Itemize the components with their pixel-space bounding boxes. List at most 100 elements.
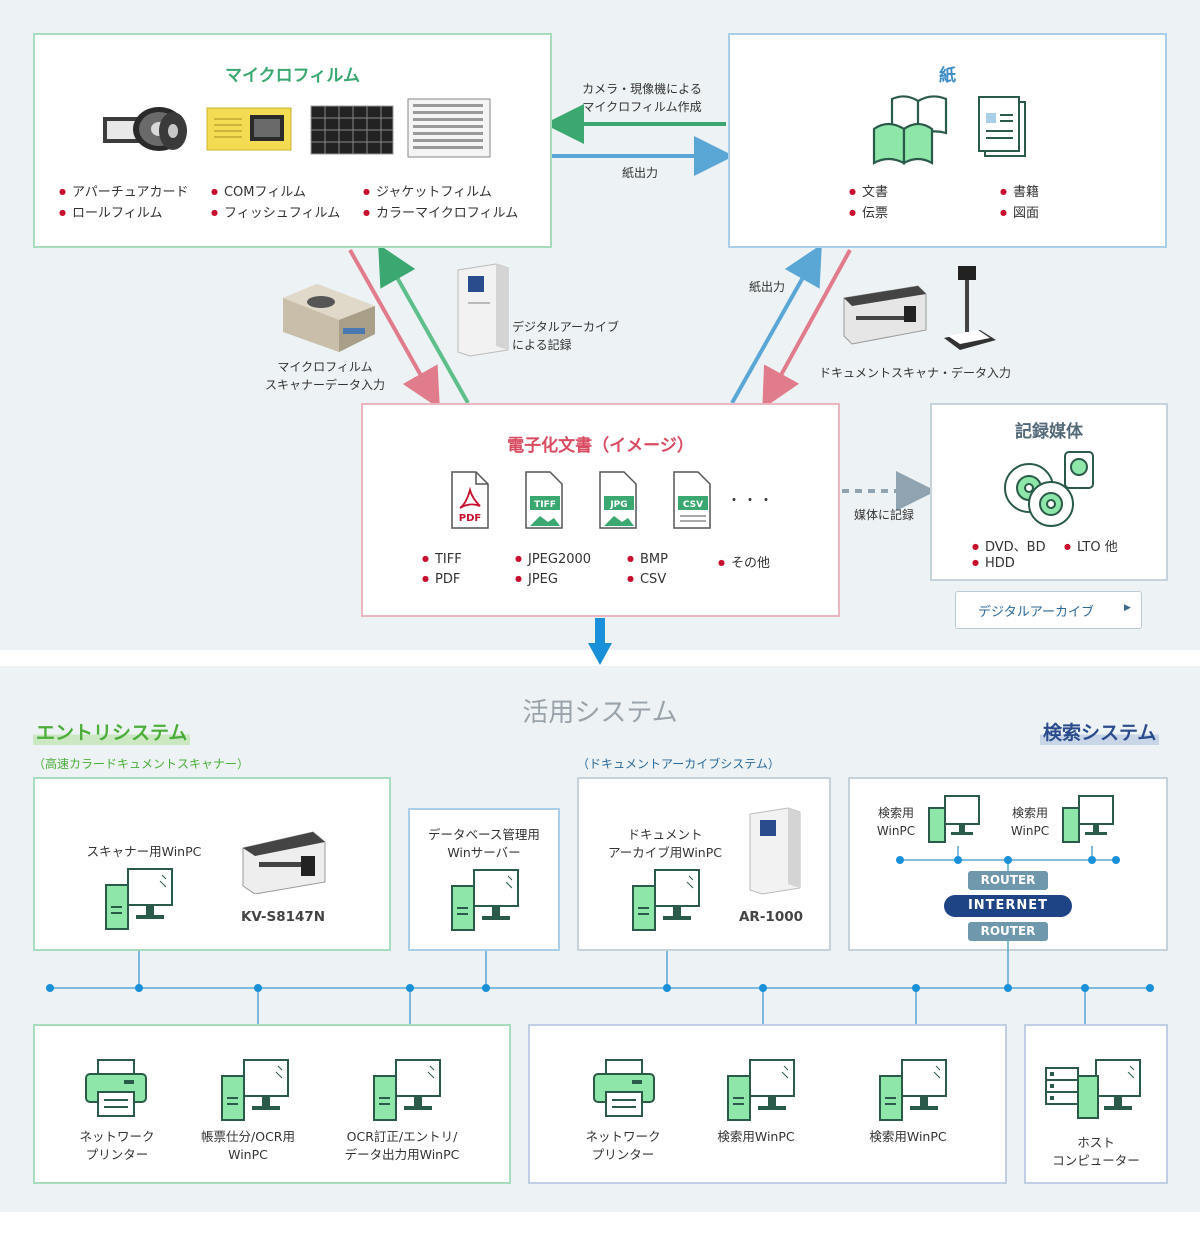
- microfilm-scanner-icon: [283, 284, 375, 352]
- router-badge: ROUTER: [968, 871, 1048, 890]
- svg-text:TIFF: TIFF: [534, 500, 556, 510]
- internet-badge: INTERNET: [944, 895, 1072, 917]
- flow-arrows: [348, 104, 936, 665]
- ocr-fix-pc-label: OCR訂正/エントリ/データ出力用WinPC: [344, 1129, 460, 1162]
- paper-item: 伝票: [849, 202, 888, 221]
- search-network-lines: [896, 846, 1120, 952]
- archive-pc-label: ドキュメントアーカイブ用WinPC: [608, 827, 722, 860]
- arrow-edoc-to-paper: [730, 244, 822, 404]
- chevron-right-icon: ▶: [1124, 603, 1131, 613]
- camera-label: カメラ・現像機によるマイクロフィルム作成: [582, 82, 702, 114]
- ocr-fix-pc-icon: [373, 1059, 441, 1121]
- network-printer-icon: [593, 1059, 655, 1117]
- search-system-title: 検索システム: [1040, 718, 1160, 745]
- digital-archive-button[interactable]: デジタルアーカイブ ▶: [955, 591, 1142, 629]
- system-heading: 活用システム: [522, 698, 678, 728]
- arrow-down: [588, 643, 612, 665]
- search-pc-c-icon: [727, 1059, 795, 1121]
- csv-file-icon: CSV: [673, 471, 711, 529]
- archive-caption: デジタルアーカイブによる記録: [512, 320, 620, 352]
- svg-text:PDF: PDF: [459, 513, 481, 524]
- jacket-film-icon: [310, 105, 394, 155]
- ar1000-server-icon: [749, 807, 801, 895]
- document-scanner-caption: ドキュメントスキャナ・データ入力: [818, 366, 1011, 380]
- search-pc-c-label: 検索用WinPC: [717, 1129, 795, 1144]
- arrow-paper-to-edoc: [762, 249, 852, 410]
- microfilm-box: マイクロフィルム アパーチュアカード ロールフィルム: [33, 33, 552, 248]
- edoc-title: 電子化文書（イメージ）: [507, 436, 694, 456]
- paper-output-label: 紙出力: [748, 280, 785, 294]
- paper-title: 紙: [939, 66, 956, 86]
- microfilm-title: マイクロフィルム: [225, 66, 360, 86]
- printer-label: ネットワークプリンター: [79, 1129, 155, 1162]
- paper-output-label: 紙出力: [621, 166, 658, 180]
- open-book-icon: [872, 95, 948, 165]
- media-item: HDD: [972, 556, 1015, 571]
- microfilm-item: アパーチュアカード: [59, 181, 188, 200]
- kv-scanner-icon: [242, 831, 326, 894]
- edoc-item: PDF: [422, 572, 460, 587]
- file-format-icons: PDF TIFF JPG CSV: [451, 471, 711, 529]
- search-pc-d-label: 検索用WinPC: [869, 1129, 947, 1144]
- edoc-item: その他: [718, 552, 770, 571]
- paper-item: 書籍: [1000, 181, 1039, 200]
- edoc-item: JPEG2000: [515, 552, 591, 567]
- scanner-pc-icon: [105, 868, 173, 930]
- media-item: LTO 他: [1064, 536, 1118, 555]
- jpg-file-icon: JPG: [599, 471, 637, 529]
- document-icon: [978, 96, 1026, 157]
- media-record-label: 媒体に記録: [853, 508, 914, 522]
- archive-server-icon: [457, 263, 509, 357]
- host-computer-icon: [1045, 1059, 1141, 1119]
- archive-model: AR-1000: [738, 909, 804, 925]
- archive-pc-icon: [632, 869, 700, 931]
- svg-text:JPG: JPG: [609, 500, 627, 510]
- pdf-file-icon: PDF: [451, 471, 489, 529]
- overhead-scanner-icon: [944, 266, 996, 350]
- scanner-pc-label: スキャナー用WinPC: [86, 844, 202, 859]
- arrow-edoc-to-mf: [378, 244, 470, 404]
- digital-archive-button-label: デジタルアーカイブ: [978, 605, 1094, 620]
- host-computer-label: ホストコンピューター: [1052, 1135, 1140, 1168]
- media-title: 記録媒体: [1015, 422, 1083, 442]
- router-badge: ROUTER: [968, 922, 1048, 941]
- aperture-card-icon: [206, 107, 292, 151]
- media-item: DVD、BD: [972, 536, 1046, 555]
- arrow-mf-to-edoc: [348, 249, 440, 409]
- entry-system-subtitle: （高速カラードキュメントスキャナー）: [33, 757, 250, 771]
- network-printer-icon: [85, 1059, 147, 1117]
- search-pc-b-icon: [1062, 795, 1114, 843]
- entry-system-title: エントリシステム: [33, 718, 191, 745]
- ocr-pc-icon: [221, 1059, 289, 1121]
- tiff-file-icon: TIFF: [525, 471, 563, 529]
- search-pc-d-icon: [879, 1059, 947, 1121]
- microfilm-item: フィッシュフィルム: [211, 202, 340, 221]
- edoc-item: BMP: [627, 552, 668, 567]
- edoc-item: CSV: [627, 572, 666, 587]
- microfilm-scanner-caption: マイクロフィルムスキャナーデータ入力: [264, 360, 385, 392]
- scanner-model: KV-S8147N: [240, 909, 326, 925]
- microfilm-item: カラーマイクロフィルム: [363, 202, 518, 221]
- edoc-item: TIFF: [422, 552, 462, 567]
- roll-film-icon: [103, 107, 187, 151]
- microfilm-item: COMフィルム: [211, 181, 306, 200]
- media-disc-icon: [1004, 451, 1094, 527]
- edoc-item: JPEG: [515, 572, 558, 587]
- paper-box: 紙 文書 伝票 書籍 図面: [728, 33, 1167, 248]
- archive-system-subtitle: （ドキュメントアーカイブシステム）: [577, 757, 780, 771]
- search-pc-a-icon: [928, 795, 980, 843]
- microfilm-item: ロールフィルム: [59, 202, 162, 221]
- printer-label: ネットワークプリンター: [585, 1129, 661, 1162]
- db-server-pc-icon: [451, 869, 519, 931]
- network-bus: [46, 950, 1154, 1026]
- entry-box: [33, 777, 391, 951]
- document-scanner-icon: [843, 285, 927, 345]
- microfilm-item: ジャケットフィルム: [363, 181, 492, 200]
- paper-item: 文書: [849, 181, 888, 200]
- more-formats: ・・・: [727, 493, 775, 509]
- svg-text:CSV: CSV: [683, 500, 703, 510]
